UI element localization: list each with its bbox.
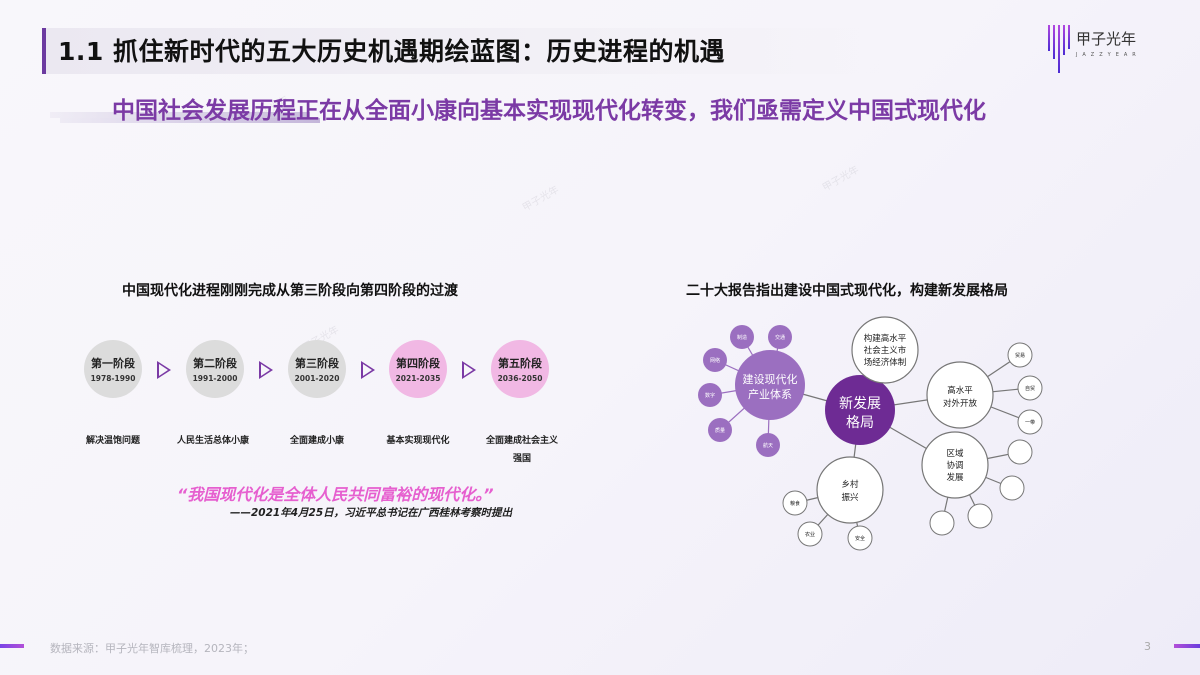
- stage-years: 2036-2050: [497, 374, 543, 383]
- stage-goal: 全面建成小康: [289, 436, 344, 446]
- svg-text:发展: 发展: [946, 472, 964, 483]
- arrow-right-icon: [259, 361, 273, 379]
- svg-text:构建高水平: 构建高水平: [864, 333, 907, 344]
- footer-accent-left: [0, 644, 24, 648]
- stage-name: 第二阶段: [193, 357, 237, 370]
- stage-name: 第五阶段: [498, 357, 542, 370]
- stage-years: 2001-2020: [294, 374, 340, 383]
- svg-text:制造: 制造: [737, 334, 747, 341]
- svg-text:乡村: 乡村: [841, 479, 859, 490]
- stage-goal: 解决温饱问题: [85, 436, 140, 446]
- stage-2: 第二阶段 1991-2000: [186, 340, 244, 398]
- page-title: 1.1 抓住新时代的五大历史机遇期绘蓝图：历史进程的机遇: [58, 37, 725, 66]
- svg-text:高水平: 高水平: [947, 385, 973, 396]
- stage-years: 1991-2000: [192, 374, 238, 383]
- stage-1: 第一阶段 1978-1990: [84, 340, 142, 398]
- svg-text:一带: 一带: [1025, 420, 1035, 426]
- svg-text:粮食: 粮食: [790, 500, 800, 507]
- svg-text:产业体系: 产业体系: [748, 387, 792, 401]
- svg-text:交通: 交通: [775, 334, 785, 341]
- arrow-right-icon: [361, 361, 375, 379]
- stage-years: 2021-2035: [395, 374, 441, 383]
- svg-text:对外开放: 对外开放: [943, 398, 978, 409]
- svg-text:安全: 安全: [855, 535, 865, 542]
- stage-name: 第四阶段: [396, 357, 440, 370]
- arrow-right-icon: [157, 361, 171, 379]
- brand-logo: 甲子光年 JAZZYEAR: [1048, 25, 1141, 73]
- svg-text:自贸: 自贸: [1025, 385, 1035, 392]
- footer-accent-right: [1174, 644, 1200, 648]
- watermark: 甲子光年: [820, 164, 862, 194]
- right-section-title: 二十大报告指出建设中国式现代化，构建新发展格局: [686, 283, 1008, 299]
- quote-source: ——2021年4月25日，习近平总书记在广西桂林考察时提出: [230, 507, 513, 519]
- svg-text:贸易: 贸易: [1015, 352, 1025, 359]
- page-subtitle: 中国社会发展历程正在从全面小康向基本实现现代化转变，我们亟需定义中国式现代化: [112, 98, 986, 124]
- title-bar: [42, 28, 902, 74]
- svg-text:网络: 网络: [710, 357, 720, 364]
- stage-name: 第一阶段: [91, 357, 135, 370]
- svg-text:质量: 质量: [715, 427, 725, 434]
- quote: “我国现代化是全体人民共同富裕的现代化。”: [177, 485, 494, 504]
- svg-text:格局: 格局: [846, 415, 874, 431]
- logo-subtext: JAZZYEAR: [1076, 52, 1141, 58]
- svg-text:社会主义市: 社会主义市: [864, 345, 907, 356]
- stage-3: 第三阶段 2001-2020: [288, 340, 346, 398]
- svg-text:区域: 区域: [946, 448, 964, 459]
- stage-years: 1978-1990: [90, 374, 136, 383]
- svg-text:振兴: 振兴: [841, 492, 859, 503]
- svg-text:协调: 协调: [946, 460, 963, 471]
- page-number: 3: [1144, 640, 1151, 653]
- stage-name: 第三阶段: [295, 357, 339, 370]
- logo-text: 甲子光年: [1076, 30, 1137, 48]
- svg-text:建设现代化: 建设现代化: [743, 372, 798, 386]
- stage-goal: 基本实现现代化: [386, 436, 450, 446]
- arrow-right-icon: [462, 361, 476, 379]
- stage-5: 第五阶段 2036-2050: [491, 340, 549, 398]
- left-section-title: 中国现代化进程刚刚完成从第三阶段向第四阶段的过渡: [122, 283, 458, 299]
- data-source: 数据来源：甲子光年智库梳理，2023年；: [50, 642, 254, 655]
- svg-text:农业: 农业: [805, 531, 815, 538]
- stage-goal: 人民生活总体小康: [176, 436, 249, 446]
- svg-text:场经济体制: 场经济体制: [864, 357, 907, 368]
- logo-bars-icon: [1048, 25, 1070, 73]
- svg-text:航天: 航天: [763, 442, 773, 449]
- svg-text:数字: 数字: [705, 392, 715, 399]
- stage-goal: 全面建成社会主义强国: [485, 436, 558, 464]
- stage-4: 第四阶段 2021-2035: [389, 340, 447, 398]
- svg-text:新发展: 新发展: [839, 396, 881, 412]
- watermark: 甲子光年: [520, 184, 562, 214]
